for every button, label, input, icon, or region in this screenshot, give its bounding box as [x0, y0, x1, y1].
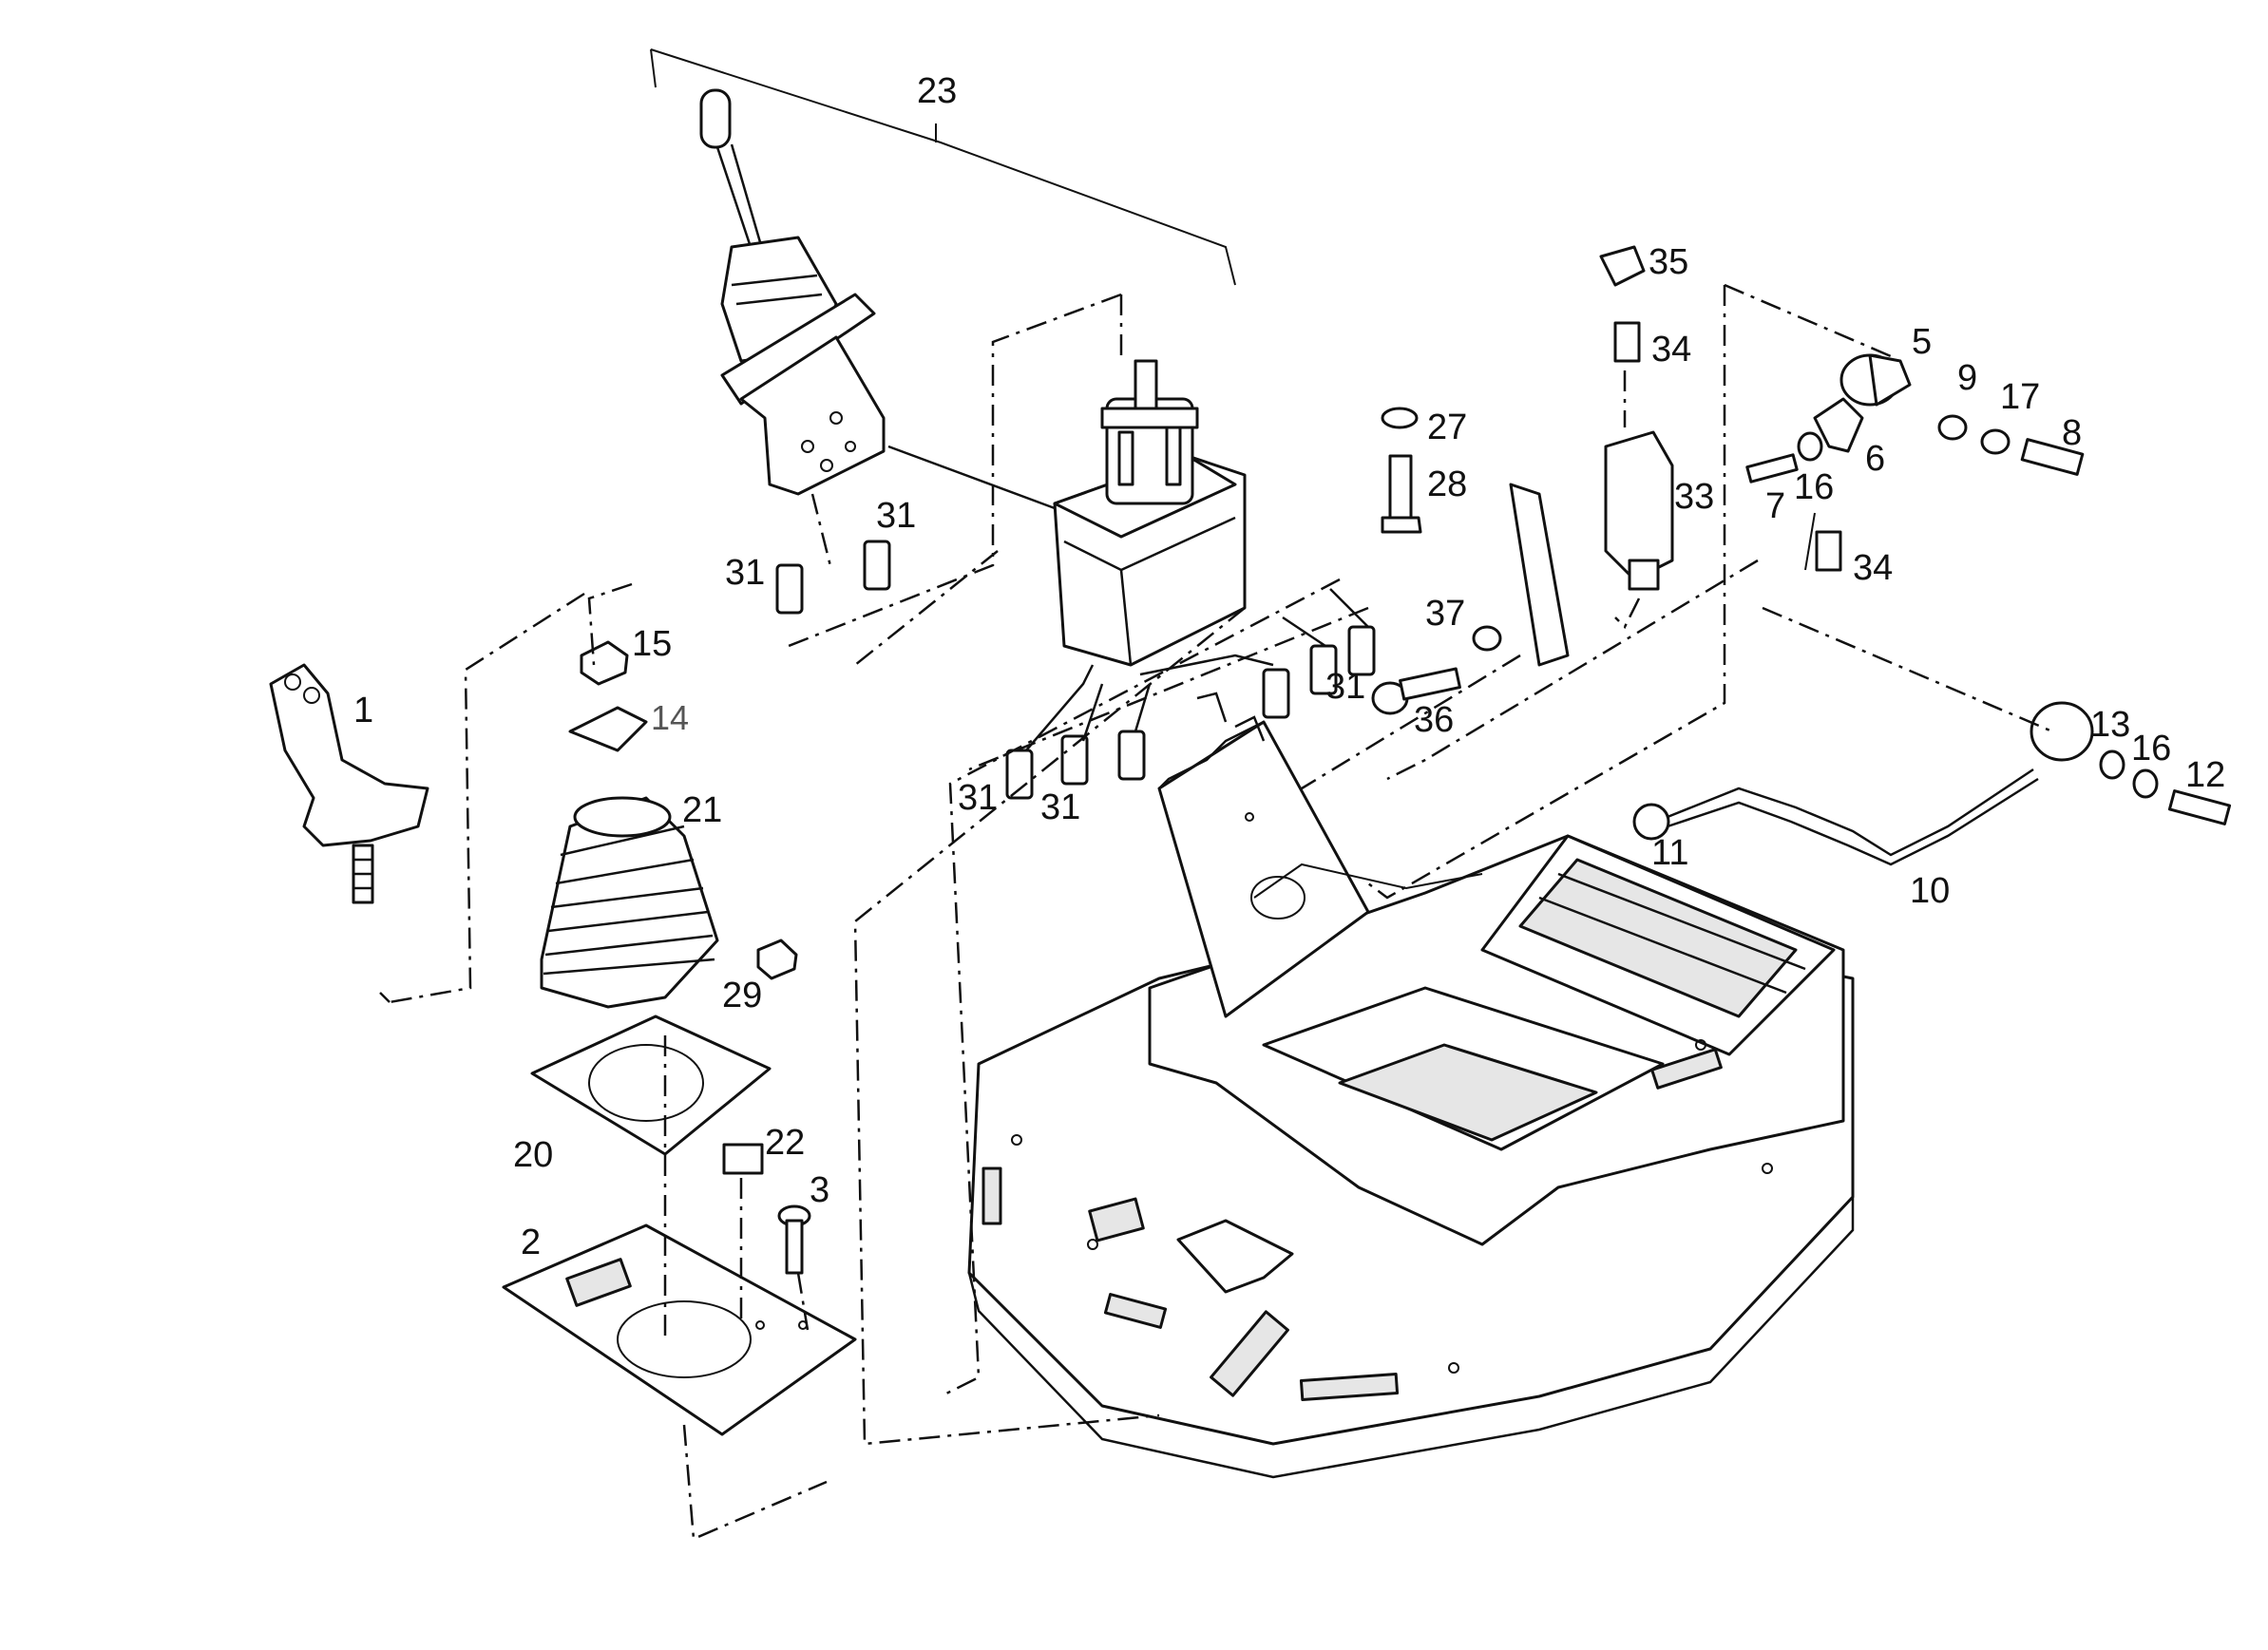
callout-2: 2: [521, 1223, 541, 1262]
callout-14: 14: [651, 698, 689, 737]
callout-8: 8: [2062, 413, 2082, 453]
joystick-assembly: [699, 88, 886, 496]
callout-21: 21: [682, 790, 722, 830]
callout-9: 9: [1957, 358, 1977, 398]
callout-3: 3: [810, 1170, 829, 1210]
callout-34a: 34: [1651, 330, 1691, 370]
callout-6: 6: [1865, 439, 1885, 479]
callout-35: 35: [1649, 242, 1688, 282]
callout-12: 12: [2185, 755, 2225, 795]
callout-31a: 31: [725, 553, 765, 593]
callout-16b: 16: [2131, 729, 2171, 768]
callout-31b: 31: [876, 496, 916, 536]
callout-15: 15: [632, 624, 672, 664]
callout-11: 11: [1651, 833, 1688, 873]
callout-16a: 16: [1794, 467, 1834, 507]
callout-31c: 31: [958, 778, 998, 818]
leader-lines: [379, 48, 2053, 1541]
base-platform: [967, 834, 1855, 1479]
callout-31d: 31: [1040, 787, 1080, 827]
callout-34b: 34: [1853, 548, 1893, 588]
callout-27: 27: [1427, 408, 1467, 447]
callout-37: 37: [1425, 594, 1465, 634]
hose-fittings-31: [775, 540, 1376, 800]
callout-labels: 1 2 3 5 6 7 8 9 10 11 12 13 14 15 16 16 …: [353, 71, 2225, 1262]
mounting-plate: [502, 1223, 857, 1436]
callout-7: 7: [1765, 486, 1785, 526]
callout-17: 17: [2000, 377, 2040, 417]
callout-28: 28: [1427, 465, 1467, 504]
fasteners: [568, 245, 2232, 1275]
callout-29: 29: [722, 976, 762, 1015]
callout-23: 23: [917, 71, 957, 111]
callout-33: 33: [1674, 477, 1714, 517]
callout-36: 36: [1414, 700, 1454, 740]
gasket-plate: [530, 1015, 772, 1156]
rubber-boot: [540, 796, 719, 1009]
callout-22: 22: [765, 1123, 805, 1163]
callout-31e: 31: [1325, 667, 1365, 707]
callout-10: 10: [1910, 871, 1950, 911]
joystick-handle: [269, 663, 429, 904]
callout-5: 5: [1912, 322, 1932, 362]
callout-13: 13: [2090, 705, 2130, 745]
console-tower: [1157, 692, 1370, 1018]
control-valve: [1053, 359, 1247, 667]
callout-20: 20: [513, 1135, 553, 1175]
callout-1: 1: [353, 691, 373, 730]
